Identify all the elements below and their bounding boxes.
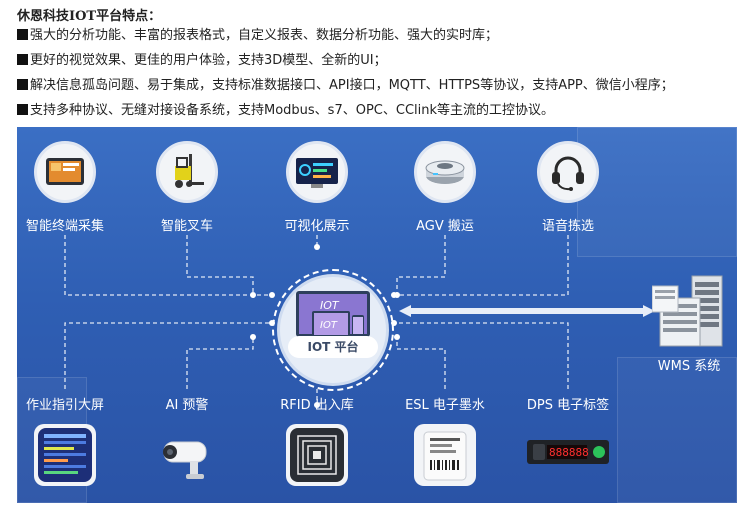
node-label: RFID 出入库 [280, 398, 354, 413]
agv-robot-icon [414, 141, 476, 203]
node-label: 智能终端采集 [25, 219, 105, 234]
node-label: 作业指引大屏 [25, 398, 105, 413]
page-title: 休恩科技IOT平台特点： [17, 9, 162, 24]
bullet-square-icon [17, 104, 28, 115]
node-label: 可视化展示 [284, 219, 350, 234]
feature-text: 支持多种协议、无缝对接设备系统，支持Modbus、s7、OPC、CClink等主… [30, 103, 555, 118]
headset-icon [537, 141, 599, 203]
feature-text: 强大的分析功能、丰富的报表格式，自定义报表、数据分析功能、强大的实时库； [30, 28, 499, 43]
feature-item: 支持多种协议、无缝对接设备系统，支持Modbus、s7、OPC、CClink等主… [17, 102, 554, 120]
forklift-icon [156, 141, 218, 203]
feature-item: 强大的分析功能、丰富的报表格式，自定义报表、数据分析功能、强大的实时库； [17, 27, 498, 45]
hub-tablet-text: IOT [320, 320, 338, 331]
bullet-square-icon [17, 54, 28, 65]
e-ink-label-icon [414, 424, 476, 486]
security-camera-icon [156, 424, 218, 486]
rfid-tag-icon [286, 424, 348, 486]
iot-platform-hub: IOT IOT [280, 277, 386, 383]
feature-item: 解决信息孤岛问题、易于集成，支持标准数据接口、API接口，MQTT、HTTPS等… [17, 77, 674, 95]
feature-item: 更好的视觉效果、更佳的用户体验，支持3D模型、全新的UI； [17, 52, 387, 70]
big-screen-icon [34, 424, 96, 486]
node-label: AGV 搬运 [416, 219, 474, 234]
tablet-terminal-icon [34, 141, 96, 203]
hub-ring [272, 269, 394, 391]
iot-platform-diagram: 智能终端采集 智能叉车 可视化展示 AGV 搬运 语音拣选 IOT IOT IO… [17, 127, 737, 503]
background-rack [577, 127, 737, 257]
hub-screen-text: IOT [320, 299, 340, 312]
bullet-square-icon [17, 29, 28, 40]
dps-display-digits: 888888 [549, 446, 589, 459]
hub-label: IOT 平台 [288, 336, 378, 358]
connector-lines [64, 235, 569, 408]
server-rack-icon [651, 274, 732, 352]
feature-text: 更好的视觉效果、更佳的用户体验，支持3D模型、全新的UI； [30, 53, 387, 68]
node-label: DPS 电子标签 [526, 398, 610, 413]
node-label: 语音拣选 [541, 219, 595, 234]
dashboard-screen-icon [286, 141, 348, 203]
wms-system-label: WMS 系统 [657, 359, 721, 374]
node-label: ESL 电子墨水 [405, 398, 485, 413]
bidirectional-arrow-icon [399, 305, 655, 317]
digital-picking-label-icon: 888888 [525, 424, 611, 486]
bullet-square-icon [17, 79, 28, 90]
node-label: 智能叉车 [160, 219, 214, 234]
background-rack [617, 357, 737, 503]
feature-text: 解决信息孤岛问题、易于集成，支持标准数据接口、API接口，MQTT、HTTPS等… [30, 78, 674, 93]
node-label: AI 预警 [165, 398, 209, 413]
